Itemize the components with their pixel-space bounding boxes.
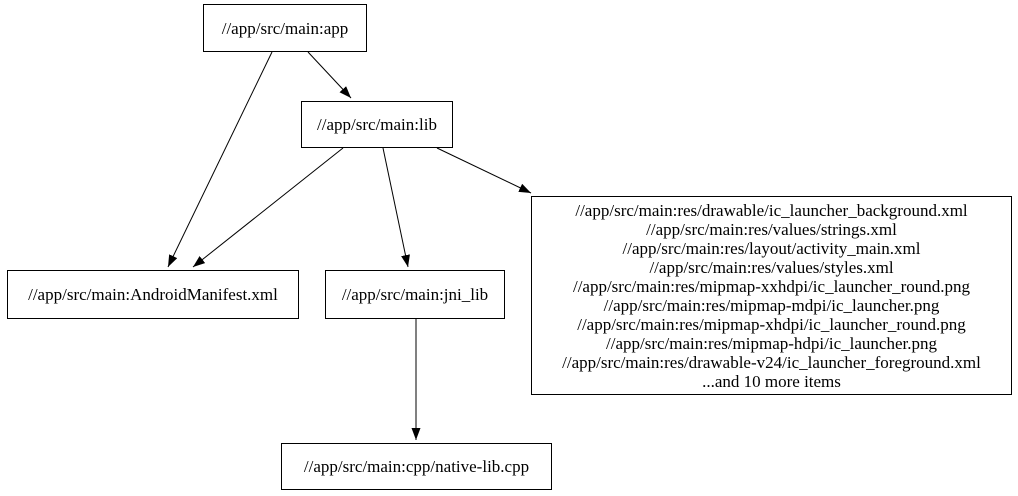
graph-node-android_manifest-label: //app/src/main:AndroidManifest.xml	[28, 285, 278, 304]
graph-node-res_files-line: ...and 10 more items	[702, 371, 841, 391]
graph-node-res_files-line: //app/src/main:res/drawable-v24/ic_launc…	[562, 352, 981, 372]
edge-lib-to-jni_lib	[382, 147, 410, 268]
graph-node-app: //app/src/main:app	[203, 4, 367, 52]
graph-node-lib-label: //app/src/main:lib	[317, 115, 437, 134]
graph-node-native_lib_cpp-label: //app/src/main:cpp/native-lib.cpp	[303, 457, 530, 476]
graph-node-res_files-line: //app/src/main:res/drawable/ic_launcher_…	[575, 200, 968, 220]
graph-node-res_files-line: //app/src/main:res/values/styles.xml	[649, 257, 894, 277]
graph-node-res_files-line: //app/src/main:res/mipmap-xxhdpi/ic_laun…	[572, 276, 971, 296]
graph-node-android_manifest: //app/src/main:AndroidManifest.xml	[7, 270, 299, 319]
graph-node-res_files-line: //app/src/main:res/mipmap-hdpi/ic_launch…	[606, 333, 937, 353]
graph-node-app-label: //app/src/main:app	[221, 18, 349, 38]
graph-node-jni_lib: //app/src/main:jni_lib	[325, 270, 505, 319]
edge-app-to-lib	[307, 51, 352, 99]
edge-app-to-android_manifest	[167, 51, 273, 268]
graph-node-jni_lib-label: //app/src/main:jni_lib	[341, 285, 489, 304]
graph-node-res_files-line: //app/src/main:res/values/strings.xml	[646, 219, 897, 239]
graph-node-res_files-line: //app/src/main:res/mipmap-xhdpi/ic_launc…	[577, 314, 966, 334]
edge-lib-to-android_manifest	[192, 147, 344, 268]
edge-lib-to-res_files	[436, 147, 532, 194]
graph-node-lib: //app/src/main:lib	[301, 101, 453, 148]
graph-node-res_files-line: //app/src/main:res/mipmap-mdpi/ic_launch…	[603, 295, 940, 315]
graph-node-res_files-line: //app/src/main:res/layout/activity_main.…	[622, 238, 921, 258]
graph-node-native_lib_cpp: //app/src/main:cpp/native-lib.cpp	[281, 443, 552, 490]
graph-node-res_files: //app/src/main:res/drawable/ic_launcher_…	[531, 196, 1012, 395]
